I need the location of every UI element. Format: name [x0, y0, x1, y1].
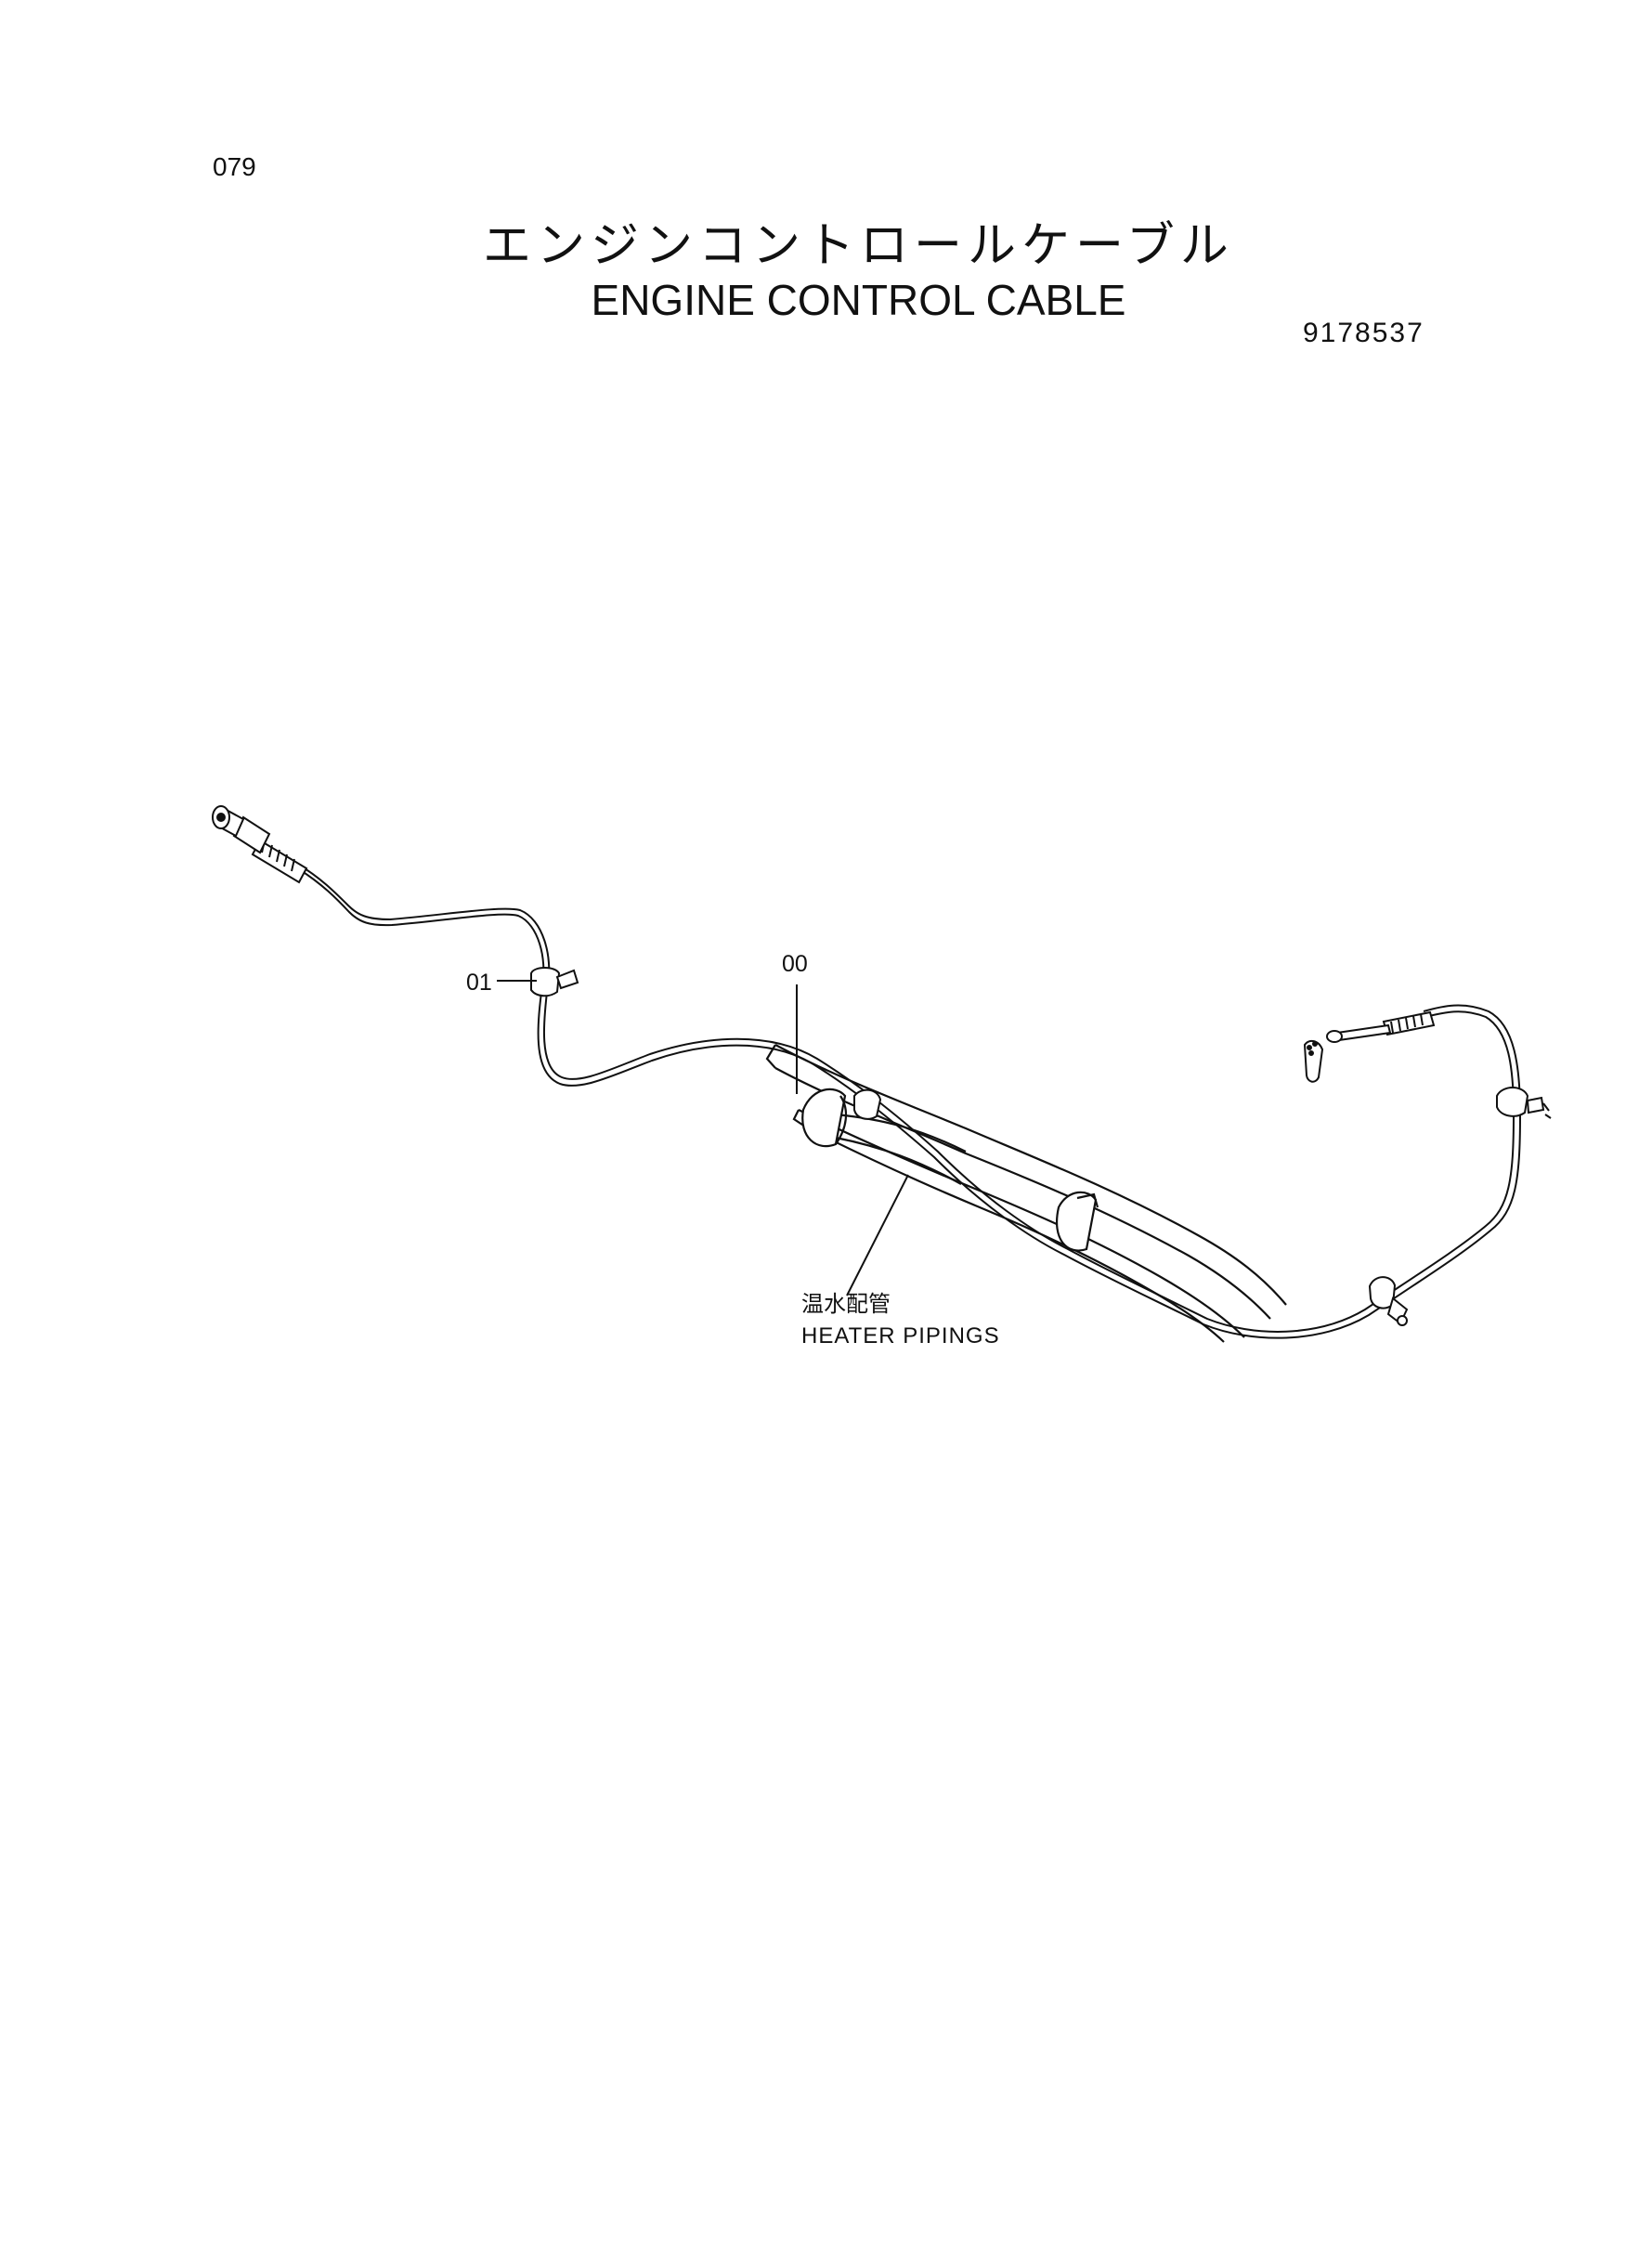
- engine-control-cable: [296, 863, 1522, 1339]
- title-english: ENGINE CONTROL CABLE: [591, 276, 1126, 324]
- left-cable-end-fitting: [212, 805, 308, 884]
- drawing-number: 9178537: [1303, 318, 1424, 348]
- leader-lines: [497, 980, 909, 1296]
- title-japanese: エンジンコントロールケーブル: [483, 218, 1234, 274]
- heater-label-jp: 温水配管: [801, 1292, 891, 1317]
- page-number: 079: [213, 152, 256, 181]
- leader-line-heater: [846, 1174, 909, 1296]
- callout-00: 00: [782, 951, 808, 977]
- callout-01: 01: [466, 970, 492, 996]
- heater-label-en: HEATER PIPINGS: [801, 1323, 1000, 1348]
- cable-clamps: [530, 967, 1552, 1326]
- right-cable-end-fitting: [1303, 1010, 1436, 1083]
- pipe-clamps: [801, 1088, 1099, 1252]
